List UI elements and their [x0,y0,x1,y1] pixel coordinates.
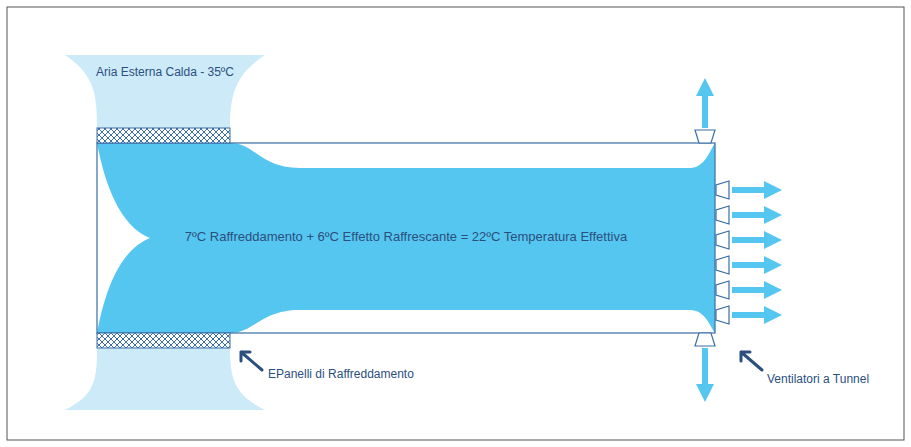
outflow-arrow [732,212,766,218]
fans-group [695,78,782,402]
inflow-label: Aria Esterna Calda - 35ºC [96,65,234,79]
outflow-arrow [732,187,766,193]
tunnel-fan [695,333,715,346]
inflow-top [65,55,265,128]
outflow-arrow [702,348,708,384]
outer-frame [7,7,904,440]
fan-label: Ventilatori a Tunnel [767,372,869,386]
building-outline [97,143,715,333]
tunnel-fan [695,130,715,143]
tunnel-fan [716,306,729,324]
leader-arrow [741,352,762,370]
outflow-arrow [732,312,766,318]
cooling-pad [97,333,230,348]
outflow-arrow [732,287,766,293]
inflow-bottom [65,348,265,410]
tunnel-fan [716,181,729,199]
tunnel-fan [716,206,729,224]
tunnel-fan [716,281,729,299]
outflow-arrow [732,237,766,243]
outflow-arrowhead [764,231,782,249]
outflow-arrowhead [764,206,782,224]
outflow-arrowhead [764,306,782,324]
outflow-arrowhead [764,181,782,199]
outflow-arrowhead [696,384,714,402]
tunnel-fan [716,256,729,274]
tunnel-fan [716,231,729,249]
outflow-arrowhead [764,281,782,299]
outflow-arrowhead [764,256,782,274]
temperature-note: 7ºC Raffreddamento + 6ºC Effetto Raffres… [185,229,627,245]
outflow-arrowhead [696,78,714,96]
pad-label: EPanelli di Raffreddamento [268,367,414,381]
cool-air-flow [97,143,715,333]
leader-arrow [241,352,262,370]
outflow-arrow [732,262,766,268]
cooling-pad [97,128,230,143]
outflow-arrow [702,96,708,128]
